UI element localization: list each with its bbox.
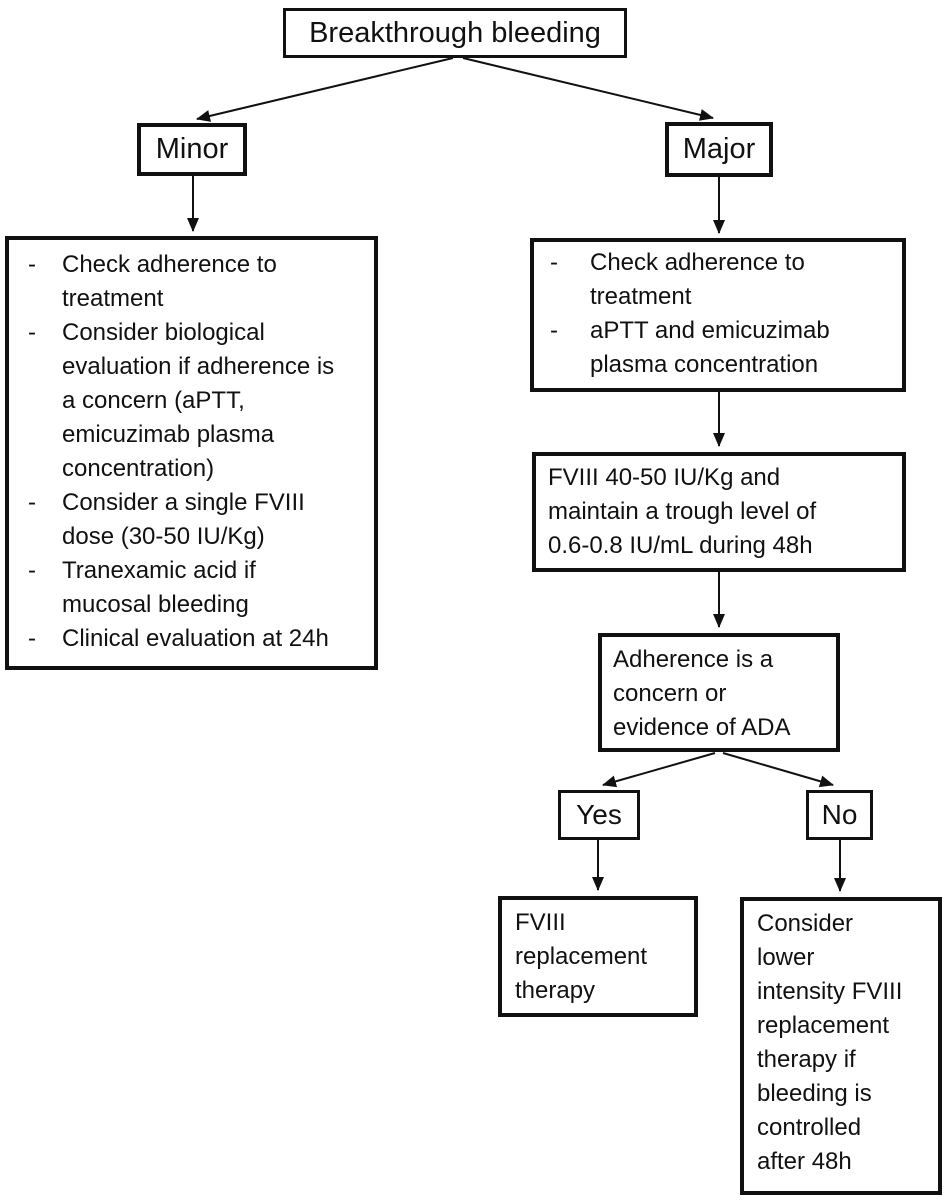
arrow-adherence-to-yes [602, 752, 716, 788]
node-minor: Minor [137, 123, 247, 176]
list-item-text: Check adherence to treatment [590, 249, 805, 310]
node-no: No [806, 790, 873, 840]
list-item-text: Check adherence to treatment [62, 251, 277, 312]
arrow-adherence-to-no [722, 752, 834, 788]
bullet-dash: - [28, 625, 36, 652]
major-actions-list: - Check adherence to treatment - aPTT an… [534, 242, 902, 382]
bullet-dash: - [28, 557, 36, 584]
node-label: No [821, 799, 858, 830]
bullet-dash: - [28, 251, 36, 278]
list-item: - Consider biological evaluation if adhe… [28, 316, 368, 486]
list-item-text: Consider biological evaluation if adhere… [62, 319, 335, 482]
list-item: - Check adherence to treatment [28, 248, 368, 316]
node-text: Consider lower intensity FVIII replaceme… [757, 910, 903, 1175]
bullet-dash: - [28, 489, 36, 516]
arrow-root-to-minor [196, 57, 454, 122]
node-label: Major [682, 133, 756, 165]
node-text: FVIII replacement therapy [515, 909, 648, 1004]
node-minor-actions: - Check adherence to treatment - Conside… [5, 236, 378, 670]
bullet-dash: - [28, 319, 36, 346]
list-item: - Tranexamic acid if mucosal bleeding [28, 554, 368, 622]
node-fviii-dose: FVIII 40-50 IU/Kg and maintain a trough … [532, 452, 906, 572]
minor-actions-list: - Check adherence to treatment - Conside… [9, 240, 374, 656]
node-breakthrough-bleeding: Breakthrough bleeding [283, 8, 627, 58]
bullet-dash: - [550, 249, 558, 276]
node-label: Minor [155, 133, 229, 165]
node-text: Adherence is a concern or evidence of AD… [613, 646, 791, 741]
list-item-text: Tranexamic acid if mucosal bleeding [62, 557, 256, 618]
list-item-text: aPTT and emicuzimab plasma concentration [590, 317, 830, 378]
node-major-actions: - Check adherence to treatment - aPTT an… [530, 238, 906, 392]
list-item: - Clinical evaluation at 24h [28, 622, 368, 656]
list-item: - Consider a single FVIII dose (30-50 IU… [28, 486, 368, 554]
list-item: - Check adherence to treatment [550, 246, 896, 314]
node-major: Major [665, 122, 773, 177]
arrow-root-to-major [462, 57, 714, 121]
node-label: Yes [576, 799, 622, 830]
node-fviii-replacement: FVIII replacement therapy [498, 896, 698, 1017]
list-item-text: Consider a single FVIII dose (30-50 IU/K… [62, 489, 305, 550]
list-item: - aPTT and emicuzimab plasma concentrati… [550, 314, 896, 382]
node-text: FVIII 40-50 IU/Kg and maintain a trough … [548, 464, 817, 559]
list-item-text: Clinical evaluation at 24h [62, 625, 329, 652]
bullet-dash: - [550, 317, 558, 344]
node-label: Breakthrough bleeding [309, 16, 601, 49]
node-adherence-concern: Adherence is a concern or evidence of AD… [598, 633, 840, 752]
node-yes: Yes [558, 790, 640, 840]
node-lower-intensity: Consider lower intensity FVIII replaceme… [740, 897, 942, 1195]
